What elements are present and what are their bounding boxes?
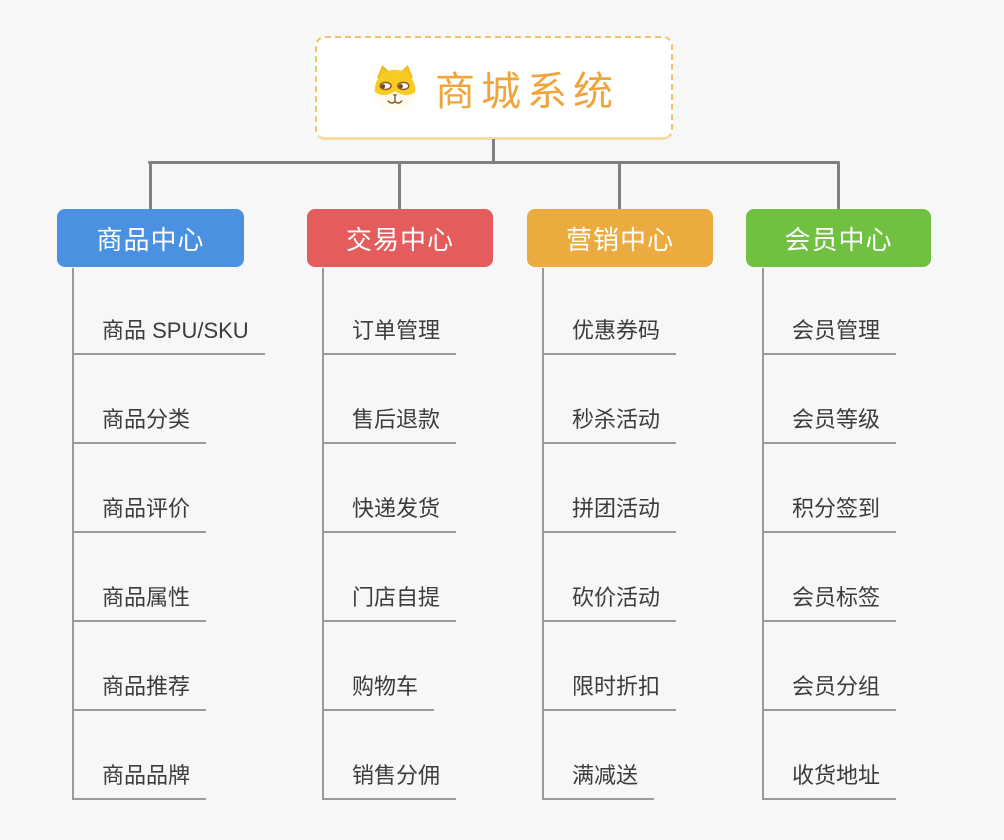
connector-dropper-trade bbox=[398, 163, 401, 210]
branch-node-product-center[interactable]: 商品中心 bbox=[57, 209, 244, 267]
connector-dropper-products bbox=[149, 163, 152, 210]
leaf-item[interactable]: 会员管理 bbox=[762, 317, 897, 355]
branch-node-member-center[interactable]: 会员中心 bbox=[746, 209, 931, 267]
leaf-item[interactable]: 商品推荐 bbox=[72, 673, 207, 711]
leaf-item[interactable]: 商品品牌 bbox=[72, 762, 207, 800]
connector-dropper-members bbox=[837, 163, 840, 210]
leaf-item[interactable]: 商品分类 bbox=[72, 406, 207, 444]
leaf-item[interactable]: 秒杀活动 bbox=[542, 406, 677, 444]
leaf-item[interactable]: 门店自提 bbox=[322, 584, 457, 622]
leaf-item[interactable]: 商品属性 bbox=[72, 584, 207, 622]
leaf-item[interactable]: 优惠券码 bbox=[542, 317, 677, 355]
leaf-item[interactable]: 销售分佣 bbox=[322, 762, 457, 800]
leaf-item[interactable]: 会员等级 bbox=[762, 406, 897, 444]
root-node[interactable]: 商城系统 bbox=[315, 36, 673, 140]
leaf-item[interactable]: 会员标签 bbox=[762, 584, 897, 622]
root-title: 商城系统 bbox=[435, 69, 619, 114]
branch-node-trade-center[interactable]: 交易中心 bbox=[307, 209, 493, 267]
leaf-item[interactable]: 积分签到 bbox=[762, 495, 897, 533]
connector-horizontal-bus bbox=[148, 161, 840, 164]
leaf-item[interactable]: 限时折扣 bbox=[542, 673, 677, 711]
leaf-item[interactable]: 砍价活动 bbox=[542, 584, 677, 622]
leaf-item[interactable]: 商品 SPU/SKU bbox=[72, 317, 265, 355]
shiba-dog-icon bbox=[374, 64, 416, 112]
leaf-item[interactable]: 收货地址 bbox=[762, 762, 897, 800]
leaf-item[interactable]: 满减送 bbox=[542, 762, 655, 800]
leaf-item[interactable]: 商品评价 bbox=[72, 495, 207, 533]
connector-root-dropper bbox=[492, 139, 495, 162]
leaf-item[interactable]: 售后退款 bbox=[322, 406, 457, 444]
leaf-item[interactable]: 快递发货 bbox=[322, 495, 457, 533]
connector-dropper-marketing bbox=[618, 163, 621, 210]
leaf-item[interactable]: 购物车 bbox=[322, 673, 435, 711]
leaf-item[interactable]: 会员分组 bbox=[762, 673, 897, 711]
branch-node-marketing-center[interactable]: 营销中心 bbox=[527, 209, 713, 267]
leaf-item[interactable]: 订单管理 bbox=[322, 317, 457, 355]
leaf-item[interactable]: 拼团活动 bbox=[542, 495, 677, 533]
